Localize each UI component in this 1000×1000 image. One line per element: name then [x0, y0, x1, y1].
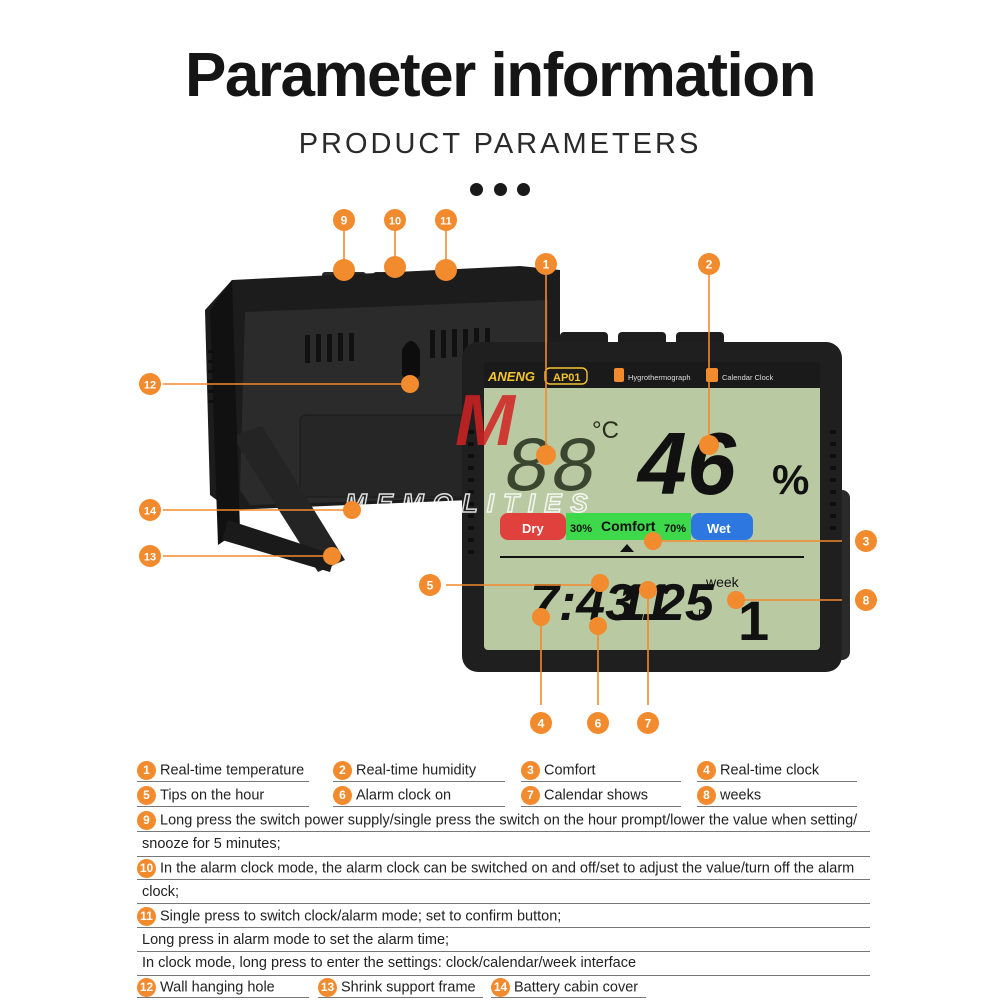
temperature-unit: °C	[592, 417, 619, 444]
callout-6: 6	[587, 712, 609, 734]
watermark-logo: M MEMOLITIES	[344, 381, 597, 519]
dots-decoration	[470, 183, 530, 197]
page-title: Parameter information	[184, 41, 817, 110]
svg-text:3: 3	[863, 535, 870, 549]
svg-text:5: 5	[427, 579, 434, 593]
brand-label: ANENG	[487, 369, 535, 384]
svg-text:1: 1	[543, 258, 550, 272]
legend-item-9-cont: snooze for 5 minutes;	[142, 836, 281, 852]
callout-9: 9	[333, 209, 355, 231]
zone-wet: Wet	[707, 521, 731, 536]
callout-5: 5	[419, 574, 441, 596]
zone-comfort: Comfort	[601, 518, 656, 534]
calendar-day: 25	[655, 574, 715, 632]
legend-item-11-cont-b: In clock mode, long press to enter the s…	[142, 955, 637, 971]
humidity-value: 46	[636, 414, 737, 513]
zone-70: 70%	[664, 523, 686, 535]
svg-text:14: 14	[144, 506, 157, 518]
svg-text:12: 12	[144, 380, 156, 392]
callout-10: 10	[384, 209, 406, 231]
callout-lines	[163, 228, 842, 705]
clock-tag: Calendar Clock	[722, 373, 774, 382]
product-illustration: ANENG AP01 Hygrothermograph Calendar Clo…	[139, 209, 877, 734]
svg-text:11: 11	[440, 216, 452, 228]
callout-1: 1	[535, 253, 557, 275]
humidity-unit: %	[772, 456, 809, 503]
svg-text:M: M	[455, 381, 517, 461]
temperature-digits: 88	[504, 426, 598, 514]
svg-text:2: 2	[706, 258, 713, 272]
zone-30: 30%	[570, 523, 592, 535]
callout-badges: 9 10 11 1 2 12 14 13 3 5 8 4 6 7	[139, 209, 877, 734]
model-label: AP01	[553, 372, 581, 384]
week-label: week	[705, 574, 740, 590]
hygro-tag: Hygrothermograph	[628, 373, 691, 382]
callout-2: 2	[698, 253, 720, 275]
legend-item-10-cont: clock;	[142, 884, 180, 900]
callout-13: 13	[139, 545, 161, 567]
watermark-text: MEMOLITIES	[345, 488, 597, 518]
callout-7: 7	[637, 712, 659, 734]
svg-text:6: 6	[595, 717, 602, 731]
svg-text:13: 13	[144, 552, 156, 564]
svg-text:4: 4	[538, 717, 545, 731]
svg-text:7: 7	[645, 717, 652, 731]
page-subtitle: PRODUCT PARAMETERS	[298, 128, 702, 160]
callout-11: 11	[435, 209, 457, 231]
callout-3: 3	[855, 530, 877, 552]
zone-dry: Dry	[522, 521, 544, 536]
callout-14: 14	[139, 499, 161, 521]
calendar-day-unit: D	[698, 607, 707, 621]
front-device: ANENG AP01 Hygrothermograph Calendar Clo…	[462, 332, 850, 672]
svg-text:8: 8	[863, 594, 870, 608]
legend-item-11-cont-a: Long press in alarm mode to set the alar…	[142, 932, 450, 948]
callout-12: 12	[139, 373, 161, 395]
callout-4: 4	[530, 712, 552, 734]
svg-text:9: 9	[341, 214, 348, 228]
callout-8: 8	[855, 589, 877, 611]
svg-text:10: 10	[389, 216, 401, 228]
